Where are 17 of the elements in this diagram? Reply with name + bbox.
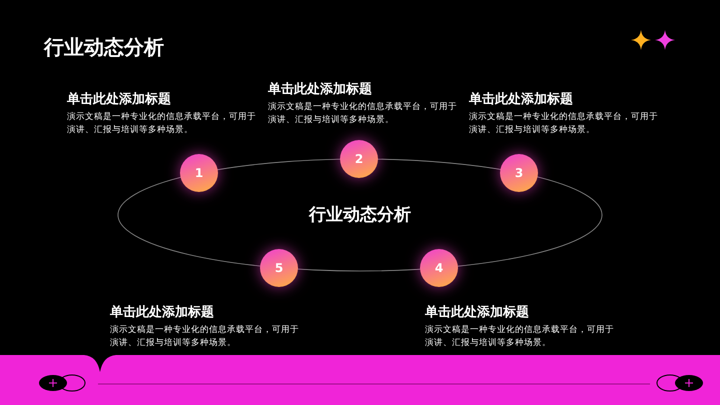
item-heading: 单击此处添加标题 [425, 304, 529, 321]
number-circle: 4 [420, 249, 458, 287]
item-heading: 单击此处添加标题 [110, 304, 214, 321]
item-heading: 单击此处添加标题 [469, 91, 573, 108]
center-label: 行业动态分析 [308, 204, 412, 226]
item-heading: 单击此处添加标题 [67, 91, 171, 108]
slide-title: 行业动态分析 [44, 34, 164, 61]
number-circle: 1 [180, 154, 218, 192]
number-circle: 2 [340, 140, 378, 178]
item-heading: 单击此处添加标题 [268, 81, 372, 98]
item-description: 演示文稿是一种专业化的信息承载平台，可用于演讲、汇报与培训等多种场景。 [425, 324, 615, 350]
number-circle: 3 [500, 154, 538, 192]
item-description: 演示文稿是一种专业化的信息承载平台，可用于演讲、汇报与培训等多种场景。 [110, 324, 300, 350]
item-description: 演示文稿是一种专业化的信息承载平台，可用于演讲、汇报与培训等多种场景。 [469, 111, 659, 137]
item-description: 演示文稿是一种专业化的信息承载平台，可用于演讲、汇报与培训等多种场景。 [67, 111, 257, 137]
item-description: 演示文稿是一种专业化的信息承载平台，可用于演讲、汇报与培训等多种场景。 [268, 101, 458, 127]
number-circle: 5 [260, 249, 298, 287]
